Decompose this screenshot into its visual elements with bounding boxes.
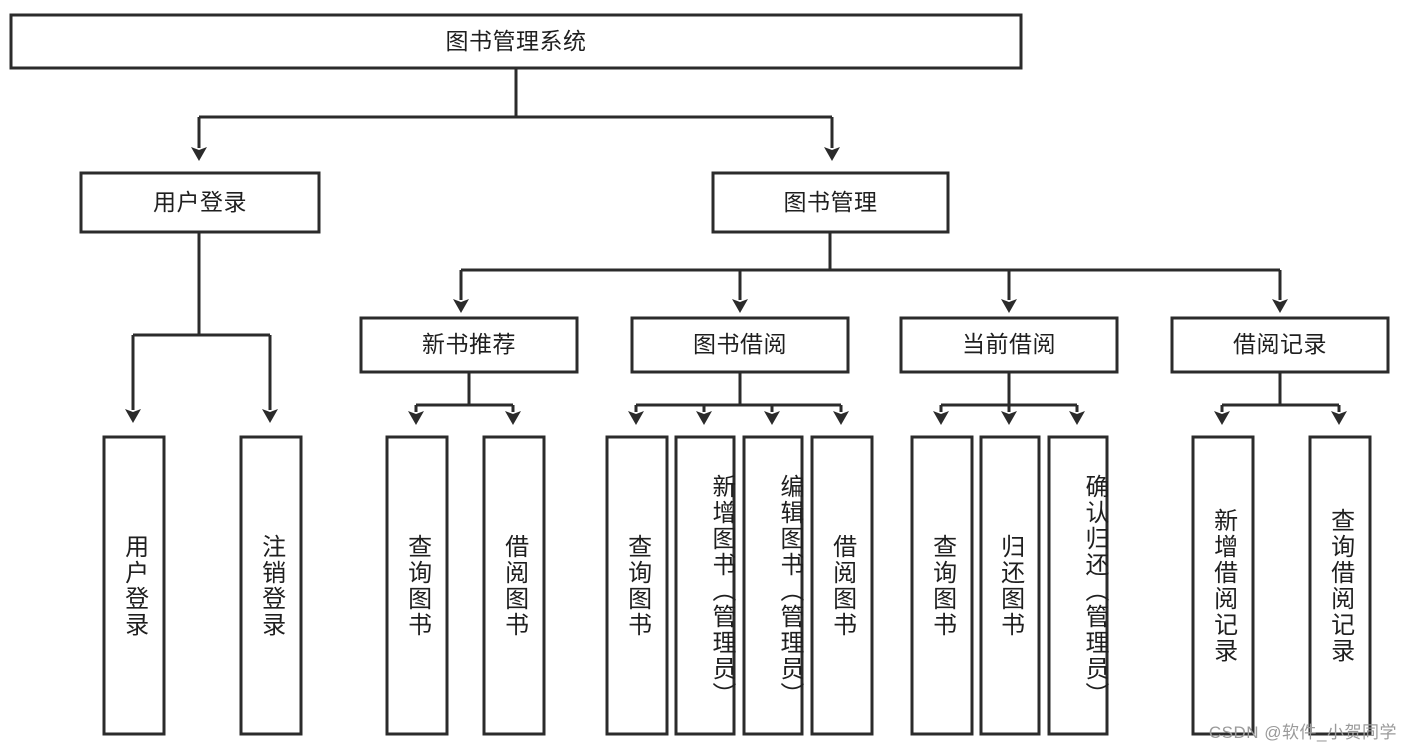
node-box-leaf-confirm-return[interactable] — [1047, 435, 1109, 736]
node-box-leaf-query-book-2[interactable] — [605, 435, 669, 736]
node-box-borrow-record[interactable] — [1170, 316, 1390, 374]
watermark-label: CSDN @软件_小贺同学 — [1208, 723, 1397, 742]
node-box-leaf-logout-login[interactable] — [239, 435, 303, 736]
node-box-leaf-add-book[interactable] — [674, 435, 736, 736]
node-box-book-borrow[interactable] — [630, 316, 850, 374]
node-box-leaf-user-login[interactable] — [102, 435, 166, 736]
node-box-leaf-query-book-3[interactable] — [910, 435, 974, 736]
node-box-leaf-add-record[interactable] — [1191, 435, 1255, 736]
node-box-leaf-edit-book[interactable] — [742, 435, 804, 736]
node-box-leaf-query-record[interactable] — [1308, 435, 1372, 736]
node-box-book-management[interactable] — [711, 171, 950, 234]
node-box-leaf-query-book-1[interactable] — [385, 435, 449, 736]
node-box-new-book-recommend[interactable] — [359, 316, 579, 374]
node-box-leaf-borrow-book-2[interactable] — [810, 435, 874, 736]
node-box-leaf-return-book[interactable] — [979, 435, 1041, 736]
node-box-current-borrow[interactable] — [899, 316, 1119, 374]
node-box-user-login[interactable] — [79, 171, 321, 234]
node-box-leaf-borrow-book-1[interactable] — [482, 435, 546, 736]
node-box-root[interactable] — [9, 13, 1023, 70]
